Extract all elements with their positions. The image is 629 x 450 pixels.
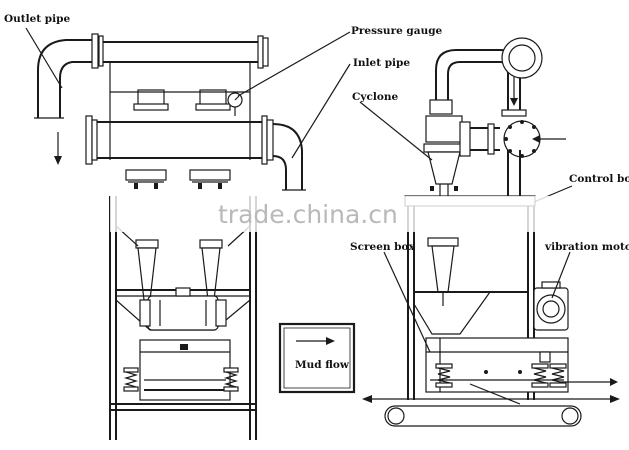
pressure-gauge [227, 92, 243, 116]
vibration-motor-label: vibration motor [544, 241, 629, 253]
outlet-pipe [34, 33, 104, 119]
mud-flow-arrow-icon [326, 337, 335, 345]
front-base [110, 403, 256, 411]
mud-flow-legend: Mud flow [278, 322, 356, 394]
cyclone-label: Cyclone [352, 91, 398, 103]
inlet-manifold [85, 115, 274, 165]
inlet-pipe [272, 123, 306, 191]
side-view [362, 37, 620, 427]
front-vibration-motor [139, 287, 227, 331]
front-view [34, 33, 306, 440]
mud-flow-label: Mud flow [295, 359, 350, 371]
callout-labels: Outlet pipe Pressure gauge Inlet pipe Cy… [4, 13, 629, 253]
side-cyclone [423, 99, 471, 196]
side-hopper [413, 291, 528, 335]
screen-box-label: Screen box [350, 241, 416, 253]
side-inlet [470, 120, 566, 158]
side-flow-arrow [362, 378, 620, 403]
header-connectors [110, 89, 250, 111]
side-vibration-motor [533, 281, 569, 331]
watermark: trade.china.cn [110, 196, 629, 232]
side-support-column [507, 150, 521, 196]
pressure-gauge-label: Pressure gauge [351, 25, 443, 37]
control-box-label: Control box [569, 173, 629, 185]
outlet-flow-arrow [54, 132, 62, 165]
outlet-manifold [103, 35, 269, 160]
front-screen-box [139, 339, 231, 401]
side-skid [384, 405, 582, 427]
front-springs [123, 367, 239, 392]
side-outlet-pipe [435, 37, 543, 117]
cyclone-heads [125, 169, 231, 189]
front-frame [109, 196, 257, 440]
outlet-pipe-label: Outlet pipe [4, 13, 70, 25]
side-springs [435, 351, 567, 388]
leader-lines [25, 27, 573, 353]
inlet-pipe-label: Inlet pipe [353, 57, 410, 69]
watermark-text: trade.china.cn [218, 200, 398, 229]
side-lower-cone [427, 237, 459, 306]
